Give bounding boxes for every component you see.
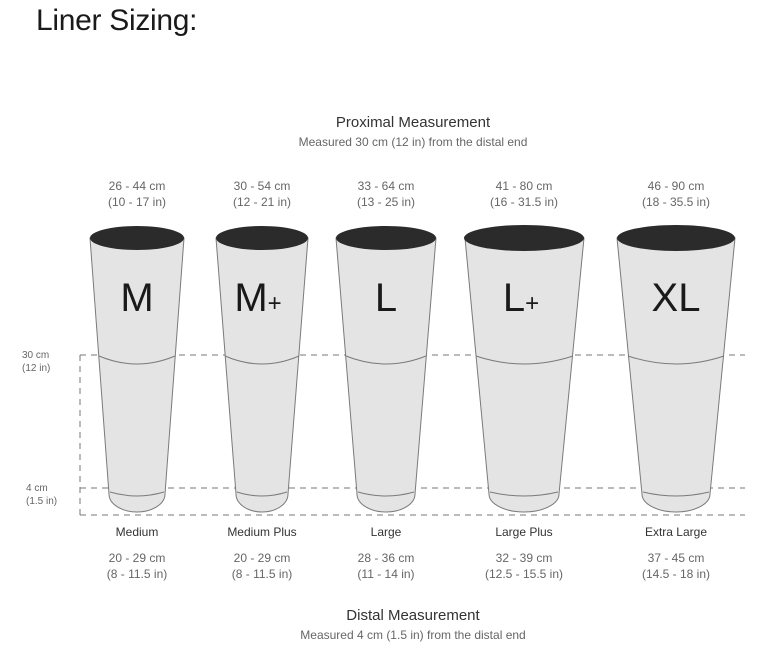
level-30cm-label: 30 cm (12 in): [22, 349, 72, 375]
level-cm: 4 cm: [26, 483, 48, 494]
prox-in: (13 - 25 in): [356, 195, 416, 209]
size-name-l: Large: [371, 525, 402, 539]
proximal-note: Measured 30 cm (12 in) from the distal e…: [298, 135, 528, 149]
prox-measure-xl: 46 - 90 cm (18 - 35.5 in): [616, 178, 736, 210]
distal-band: [109, 491, 165, 497]
proximal-band: [98, 355, 176, 365]
liner-body: [335, 237, 437, 513]
dist-measure-l-plus: 32 - 39 cm (12.5 - 15.5 in): [464, 550, 584, 582]
proximal-label: Proximal Measurement: [335, 114, 491, 131]
liner-body: [464, 237, 585, 513]
prox-in: (12 - 21 in): [232, 195, 292, 209]
prox-cm: 33 - 64 cm: [357, 179, 415, 193]
size-code-l-plus: L+: [503, 276, 539, 320]
dist-cm: 37 - 45 cm: [647, 551, 705, 565]
dist-cm: 20 - 29 cm: [233, 551, 291, 565]
liner-m-plus: M+: [215, 226, 309, 513]
liner-xl: XL: [616, 225, 736, 513]
prox-in: (18 - 35.5 in): [641, 195, 711, 209]
page-title: Liner Sizing:: [36, 4, 198, 37]
dist-cm: 28 - 36 cm: [357, 551, 415, 565]
prox-cm: 30 - 54 cm: [233, 179, 291, 193]
liner-opening: [336, 226, 436, 250]
liner-l-plus: L+: [464, 225, 585, 513]
prox-cm: 26 - 44 cm: [108, 179, 166, 193]
liner-body: [616, 237, 736, 513]
prox-measure-l: 33 - 64 cm (13 - 25 in): [326, 178, 446, 210]
level-in: (12 in): [22, 363, 51, 374]
prox-in: (10 - 17 in): [107, 195, 167, 209]
liner-opening: [90, 226, 184, 250]
level-4cm-label: 4 cm (1.5 in): [26, 482, 76, 508]
size-code-l: L: [375, 276, 397, 320]
distal-label: Distal Measurement: [346, 607, 480, 624]
dist-in: (8 - 11.5 in): [231, 567, 293, 581]
dist-cm: 32 - 39 cm: [495, 551, 553, 565]
distal-band: [642, 491, 710, 497]
dist-in: (11 - 14 in): [357, 567, 415, 581]
distal-header: Distal Measurement Measured 4 cm (1.5 in…: [263, 607, 563, 642]
size-name-m: Medium: [116, 525, 159, 539]
dist-in: (8 - 11.5 in): [106, 567, 168, 581]
proximal-band: [345, 355, 427, 365]
size-code-letter: M: [234, 276, 267, 320]
dist-measure-m-plus: 20 - 29 cm (8 - 11.5 in): [202, 550, 322, 582]
liner-opening: [216, 226, 308, 250]
prox-measure-m: 26 - 44 cm (10 - 17 in): [77, 178, 197, 210]
size-code-plus: +: [525, 290, 539, 317]
size-code-letter: L: [503, 276, 525, 320]
liner-opening: [617, 225, 735, 251]
prox-cm: 41 - 80 cm: [495, 179, 553, 193]
distal-band: [357, 491, 415, 497]
dist-measure-xl: 37 - 45 cm (14.5 - 18 in): [616, 550, 736, 582]
liner-body: [215, 237, 309, 513]
size-code-m-plus: M+: [234, 276, 281, 320]
prox-in: (16 - 31.5 in): [489, 195, 559, 209]
liner-l: L: [335, 226, 437, 513]
dist-measure-l: 28 - 36 cm (11 - 14 in): [326, 550, 446, 582]
size-code-plus: +: [268, 290, 282, 317]
proximal-band: [224, 355, 300, 365]
level-in: (1.5 in): [26, 496, 58, 507]
liner-m: M: [89, 226, 185, 513]
liner-opening: [464, 225, 584, 251]
size-code-m: M: [120, 276, 153, 320]
size-name-l-plus: Large Plus: [495, 525, 552, 539]
liner-body: [89, 237, 185, 513]
size-name-xl: Extra Large: [645, 525, 707, 539]
dist-cm: 20 - 29 cm: [108, 551, 166, 565]
dist-in: (14.5 - 18 in): [641, 567, 711, 581]
dist-in: (12.5 - 15.5 in): [484, 567, 564, 581]
prox-measure-m-plus: 30 - 54 cm (12 - 21 in): [202, 178, 322, 210]
size-code-xl: XL: [652, 276, 701, 320]
proximal-band: [475, 355, 574, 365]
proximal-band: [627, 355, 725, 365]
proximal-header: Proximal Measurement Measured 30 cm (12 …: [263, 114, 563, 149]
distal-band: [236, 491, 288, 497]
level-cm: 30 cm: [22, 350, 50, 361]
distal-note: Measured 4 cm (1.5 in) from the distal e…: [300, 628, 526, 642]
prox-measure-l-plus: 41 - 80 cm (16 - 31.5 in): [464, 178, 584, 210]
dist-measure-m: 20 - 29 cm (8 - 11.5 in): [77, 550, 197, 582]
prox-cm: 46 - 90 cm: [647, 179, 705, 193]
size-name-m-plus: Medium Plus: [227, 525, 296, 539]
distal-band: [489, 491, 559, 497]
